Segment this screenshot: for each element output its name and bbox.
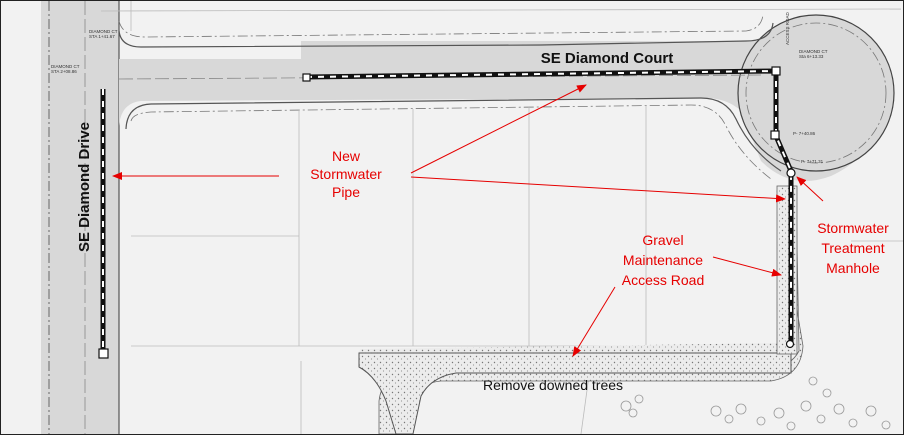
arrow-road-pad [572, 286, 616, 357]
label-sta-right: Sta 6+13.33 [799, 54, 824, 59]
label-access-road-small: ACCESS ROAD [785, 11, 790, 45]
court-row-top [118, 14, 764, 38]
label-diamond-ct-left: DIAMOND CT [51, 64, 80, 69]
callout-manhole-line3: Manhole [826, 260, 880, 276]
diamond-drive-street [41, 1, 119, 434]
pipe-structures [98, 66, 796, 359]
label-p2: P- 7+71.31 [801, 159, 824, 164]
gravel-spur [776, 185, 798, 355]
court-curb-bottom [125, 97, 782, 172]
tree-symbols [620, 376, 891, 431]
callout-pipe-line3: Pipe [332, 184, 360, 200]
gravel-pad [358, 352, 792, 434]
fine-labels: DIAMOND CT STA 2+08.86 DIAMOND CT STA 1+… [51, 11, 828, 164]
label-diamond-ct-top: DIAMOND CT [89, 29, 118, 34]
callout-manhole-line1: Stormwater [817, 220, 889, 236]
diamond-court-street [119, 18, 882, 181]
callout-arrows [112, 84, 824, 357]
label-p1: P- 7+40.86 [793, 131, 816, 136]
cul-de-sac-row [745, 22, 887, 164]
arrow-manhole [796, 176, 824, 202]
callout-road-line1: Gravel [642, 232, 683, 248]
callout-pipe-line1: New [332, 148, 361, 164]
label-sta-top: STA 1+41.67 [89, 34, 115, 39]
callout-road-line2: Maintenance [623, 252, 703, 268]
callout-road-line3: Access Road [622, 272, 704, 288]
court-row-bottom [130, 104, 772, 180]
lot-lines [100, 1, 903, 434]
court-centerline [118, 74, 762, 80]
remove-trees-label: Remove downed trees [483, 377, 623, 393]
label-sta-left: STA 2+08.86 [51, 69, 77, 74]
arrow-road-spur [712, 256, 782, 277]
court-curb-top [118, 22, 774, 48]
callouts: New Stormwater Pipe Stormwater Treatment… [310, 148, 889, 288]
arrow-pipe-court [410, 84, 587, 174]
street-label-drive: SE Diamond Drive [76, 122, 93, 252]
street-label-court: SE Diamond Court [541, 50, 674, 67]
callout-manhole-line2: Treatment [821, 240, 884, 256]
callout-pipe-line2: Stormwater [310, 166, 382, 182]
label-diamond-ct-right: DIAMOND CT [799, 49, 828, 54]
arrow-pipe-spur [410, 176, 786, 203]
